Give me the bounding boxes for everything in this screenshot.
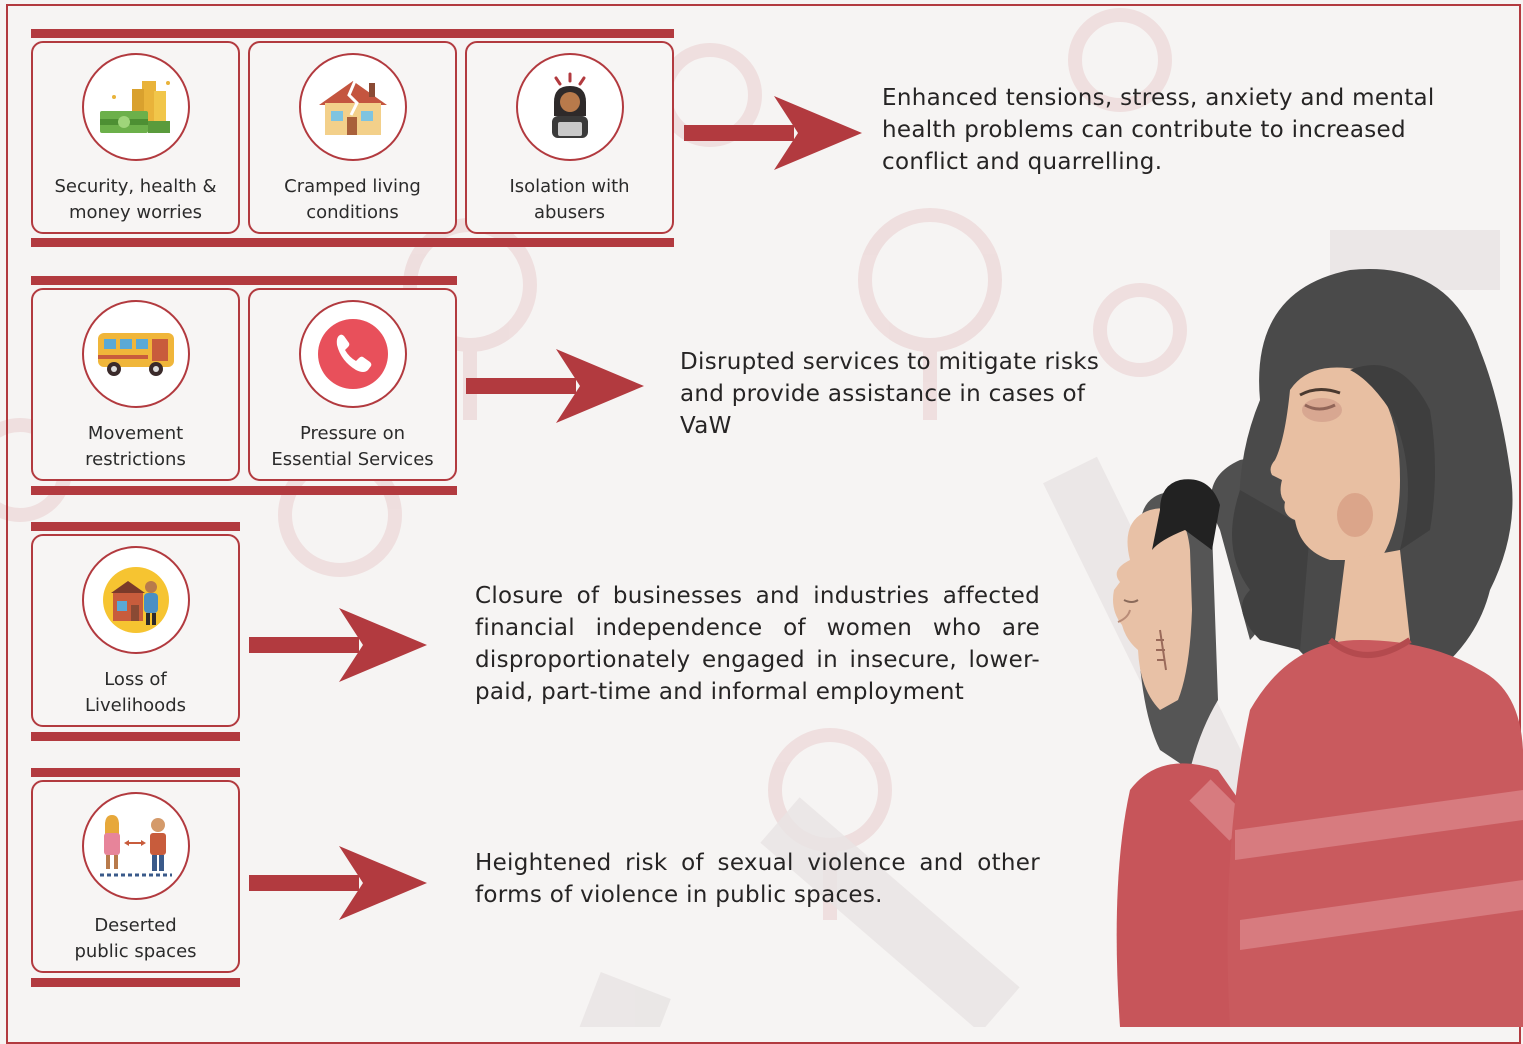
effect-text-row4: Heightened risk of sexual violence and o… [475,850,1040,908]
effect-text-row3: Closure of businesses and industries aff… [475,583,1040,705]
effect-text-row2: Disrupted services to mitigate risks and… [680,349,1100,439]
arrow-row4-icon [249,846,427,920]
cause-label: Cramped living conditions [284,176,421,223]
effect-text-row1: Enhanced tensions, stress, anxiety and m… [882,85,1435,175]
row1-bottom-bar [31,238,674,247]
bus-icon [81,300,190,408]
arrow-row3-icon [249,608,427,682]
arrow-row1-icon [684,96,862,170]
isolated-woman-icon [515,53,624,161]
row4-bottom-bar [31,978,240,987]
distanced-people-icon [81,792,190,900]
cause-card-public-spaces: Deserted public spaces [31,780,240,973]
row2-top-bar [31,276,457,285]
cracked-house-icon [298,53,407,161]
cause-label: Pressure on Essential Services [271,423,434,470]
cause-card-isolation: Isolation with abusers [465,41,674,234]
phone-icon [298,300,407,408]
cause-label: Isolation with abusers [509,176,630,223]
row4-top-bar [31,768,240,777]
arrow-row2-icon [466,349,644,423]
cause-label: Loss of Livelihoods [85,669,186,716]
cause-label: Security, health & money worries [54,176,217,223]
women-illustration [1113,269,1523,1027]
row1-top-bar [31,29,674,38]
cause-label: Deserted public spaces [74,915,197,962]
row2-bottom-bar [31,486,457,495]
row3-bottom-bar [31,732,240,741]
shop-worker-icon [81,546,190,654]
cause-label: Movement restrictions [85,423,186,470]
cause-card-services: Pressure on Essential Services [248,288,457,481]
cause-card-livelihoods: Loss of Livelihoods [31,534,240,727]
cause-card-movement: Movement restrictions [31,288,240,481]
row3-top-bar [31,522,240,531]
money-stack-icon [81,53,190,161]
cause-card-cramped: Cramped living conditions [248,41,457,234]
cause-card-worries: Security, health & money worries [31,41,240,234]
